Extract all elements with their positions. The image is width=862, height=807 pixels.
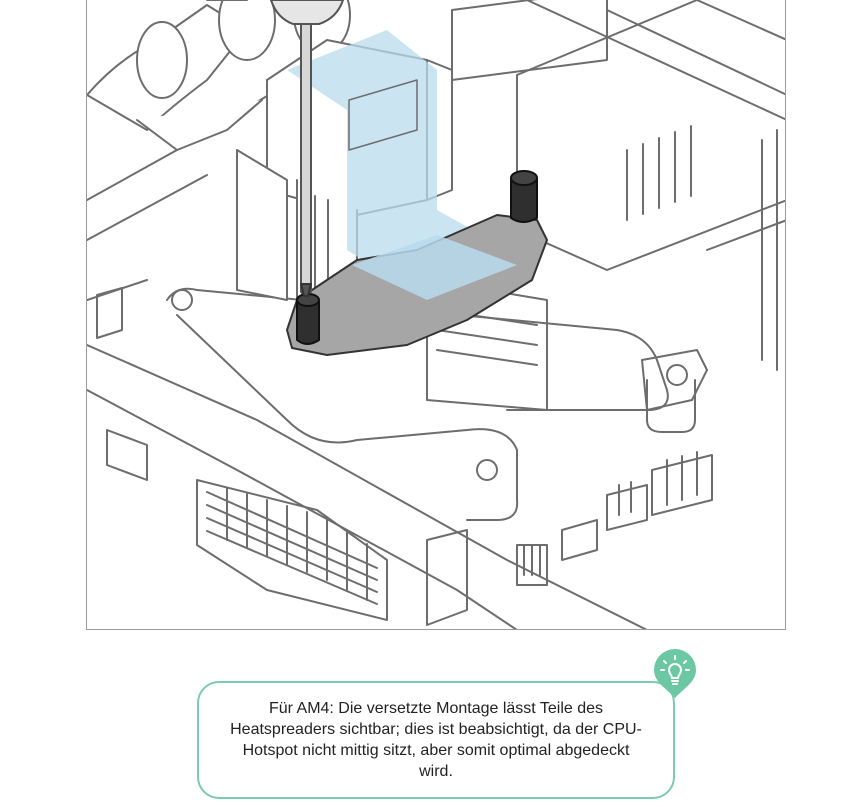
mounting-illustration — [86, 0, 786, 630]
pin-headers — [96, 287, 713, 586]
atx-connector — [196, 479, 468, 626]
tip-box: Für AM4: Die versetzte Montage lässt Tei… — [197, 681, 675, 799]
screwdriver-icon — [270, 0, 344, 297]
screw-posts — [296, 170, 538, 345]
ram-slots — [451, 0, 785, 371]
socket-frame — [166, 279, 708, 521]
lightbulb-icon — [654, 649, 696, 698]
mounting-bracket — [286, 214, 548, 356]
tip-text: Für AM4: Die versetzte Montage lässt Tei… — [230, 700, 642, 780]
